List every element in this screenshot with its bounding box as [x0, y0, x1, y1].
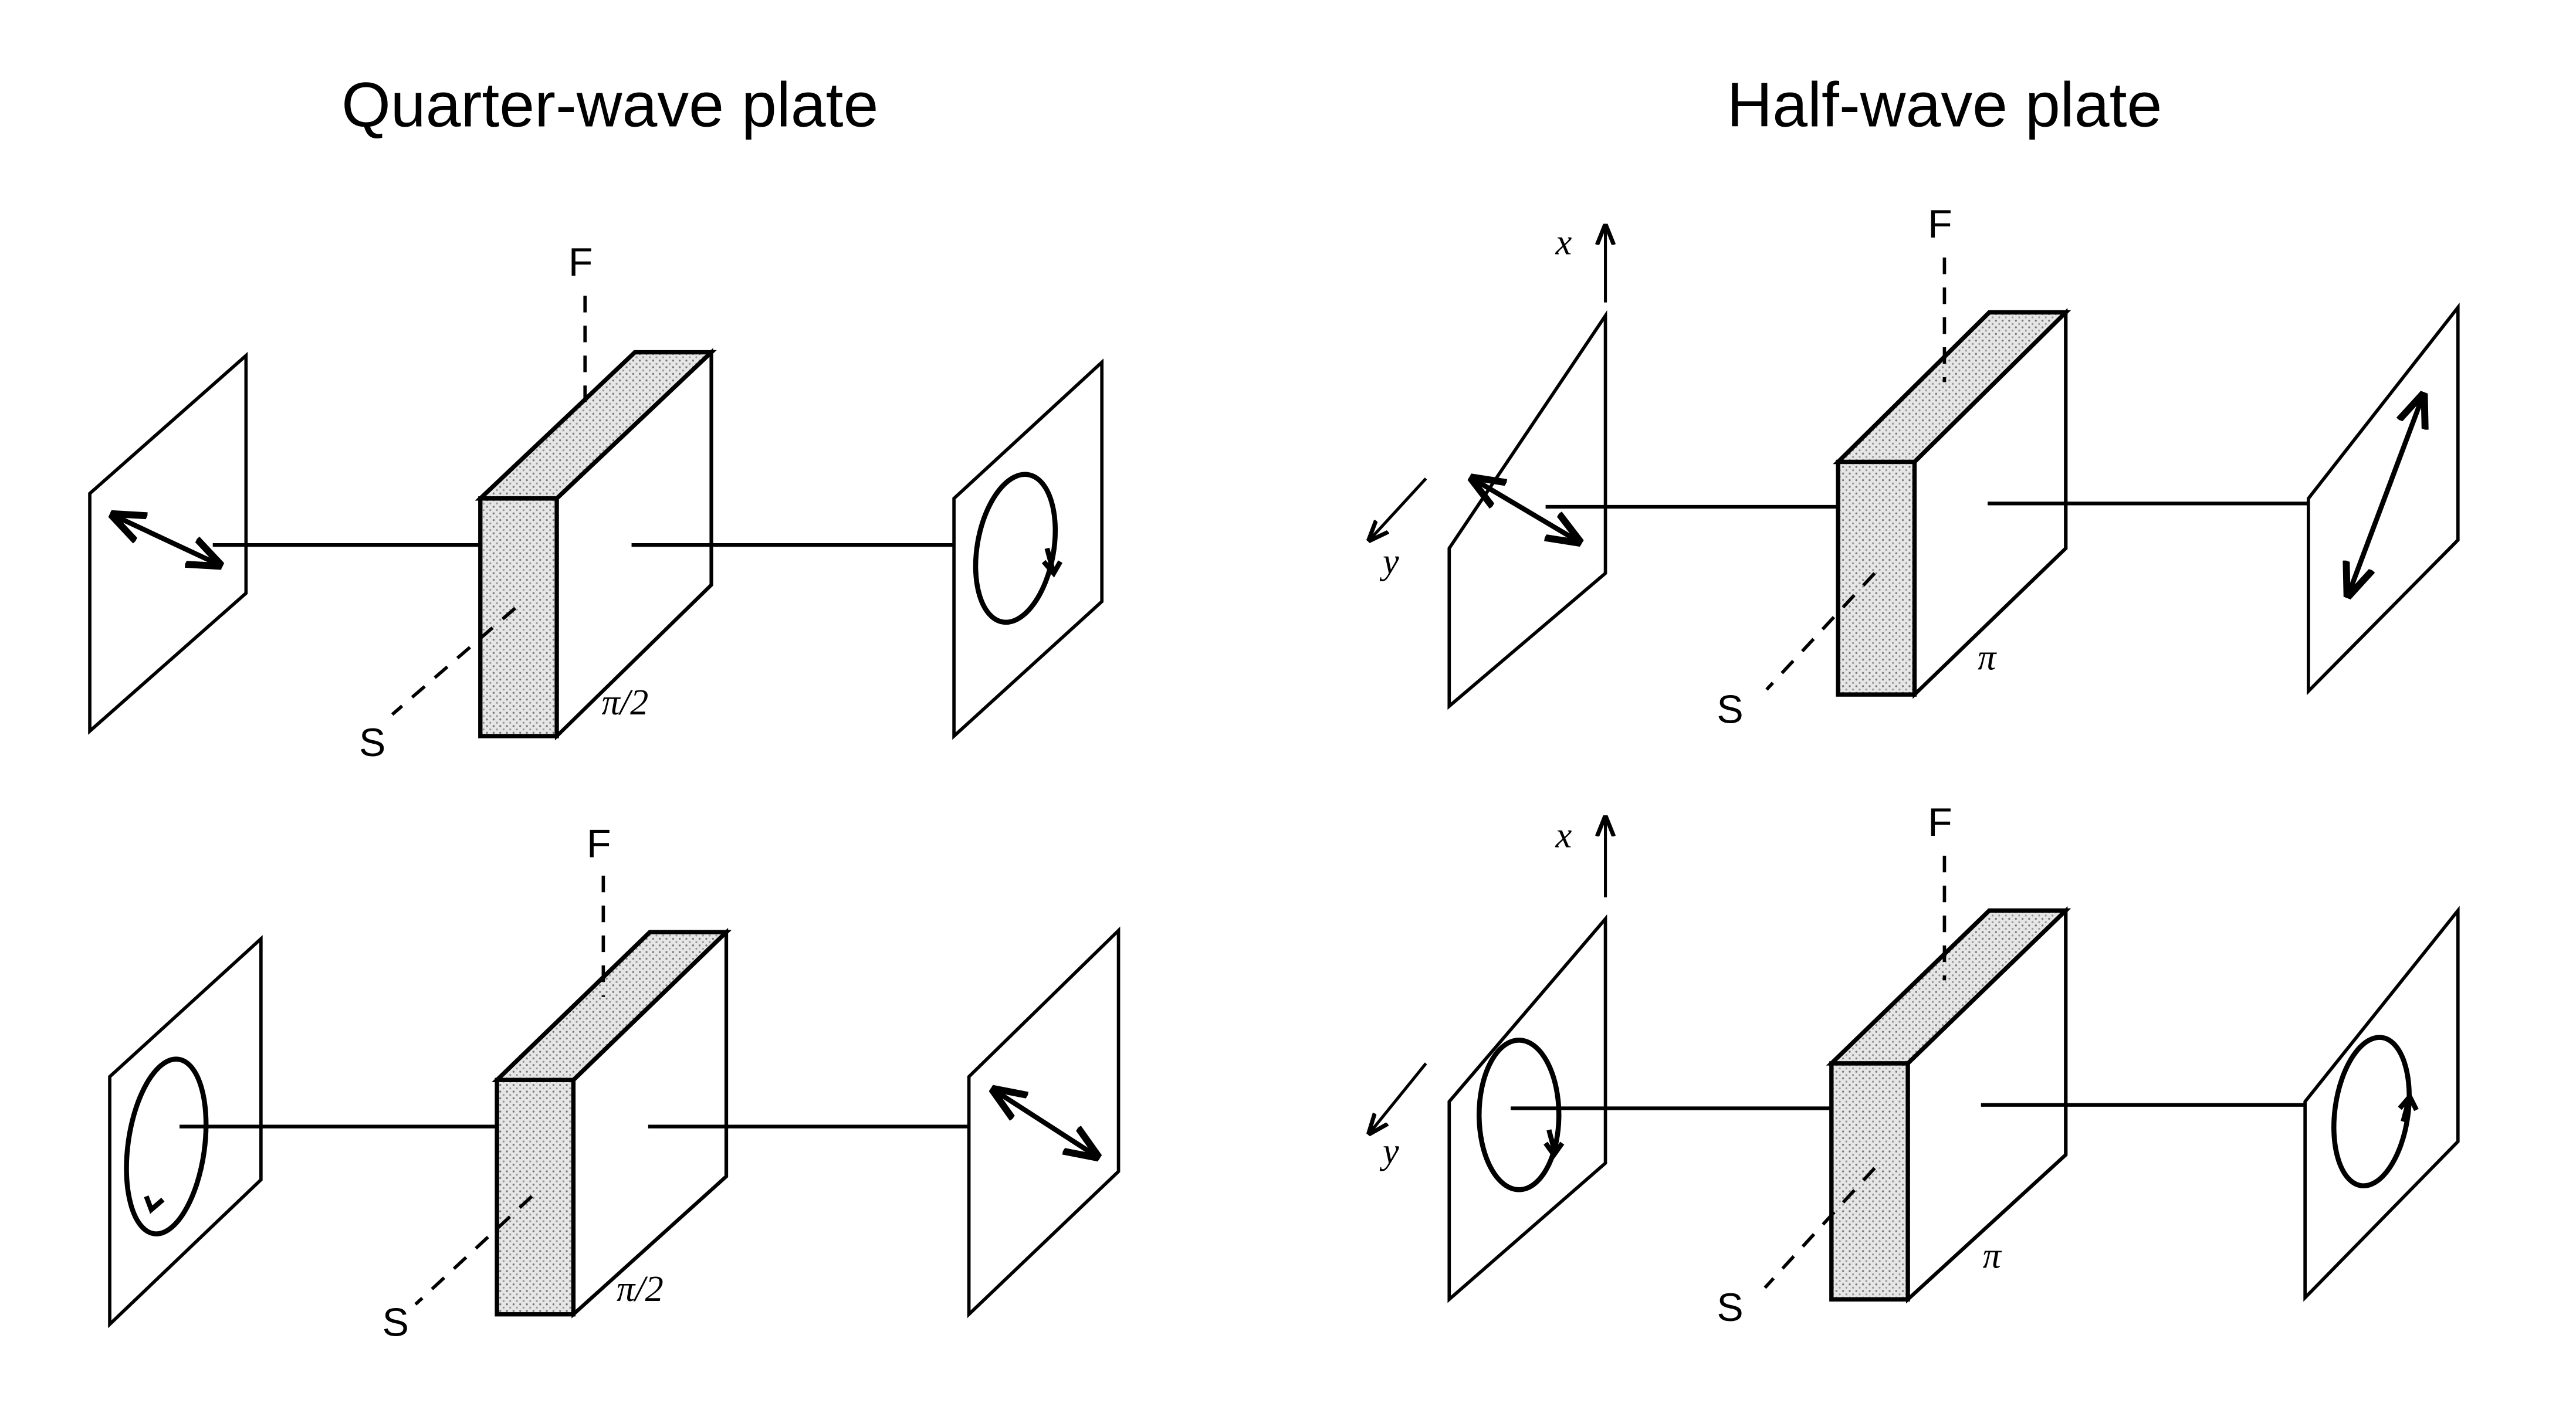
rotation-arrowhead-icon [1041, 547, 1063, 578]
slow-axis-line [1763, 1167, 1876, 1289]
output-screen [2303, 906, 2460, 1302]
circular-polarization-icon [1477, 1038, 1562, 1192]
half-bottom-setup: x y F S π [1369, 800, 2460, 1330]
quarter-top-setup: F S π/2 [88, 240, 1104, 765]
rotation-arrowhead-icon [1543, 1129, 1565, 1160]
slow-axis-label: S [1717, 687, 1743, 731]
slow-axis-label: S [359, 720, 385, 765]
circular-polarization-icon [124, 1056, 209, 1236]
y-axis-label: y [1379, 541, 1399, 581]
x-axis-label: x [1555, 222, 1572, 262]
fast-axis-label: F [568, 240, 593, 284]
x-axis-label: x [1555, 815, 1572, 856]
linear-polarization-arrow [113, 515, 219, 565]
quarter-wave-title: Quarter-wave plate [341, 69, 878, 140]
rotation-arrowhead-icon [144, 1195, 165, 1214]
plate-front-face [478, 496, 559, 738]
y-axis-arrow [1369, 477, 1427, 540]
circular-polarization-icon [973, 472, 1058, 625]
rotation-arrowhead-icon [2398, 1092, 2419, 1123]
slow-axis-line [414, 1195, 533, 1306]
output-screen [952, 358, 1104, 740]
plate-front-face [1829, 1061, 1910, 1302]
fast-axis-label: F [587, 822, 611, 866]
y-axis-label: y [1379, 1131, 1399, 1171]
half-wave-title: Half-wave plate [1727, 69, 2162, 140]
fast-axis-label: F [1928, 202, 1952, 246]
slow-axis-label: S [1717, 1285, 1743, 1330]
retardation-label: π/2 [602, 682, 649, 723]
linear-polarization-arrow [994, 1090, 1097, 1156]
retardation-label: π/2 [617, 1269, 664, 1309]
plate-front-face [495, 1077, 576, 1317]
linear-polarization-arrow [2348, 395, 2423, 595]
y-axis-arrow [1369, 1062, 1427, 1133]
quarter-bottom-setup: F S π/2 [108, 822, 1121, 1345]
half-top-setup: x y F S π [1369, 202, 2460, 731]
retardation-label: π [1983, 1235, 2002, 1276]
linear-polarization-arrow [1473, 479, 1579, 542]
slow-axis-line [391, 606, 517, 716]
slow-axis-label: S [382, 1300, 409, 1345]
retardation-label: π [1978, 638, 1997, 678]
circular-polarization-icon [2331, 1035, 2412, 1188]
fast-axis-label: F [1928, 800, 1952, 845]
slow-axis-line [1765, 572, 1876, 691]
input-screen [108, 935, 263, 1329]
plate-front-face [1836, 459, 1917, 697]
